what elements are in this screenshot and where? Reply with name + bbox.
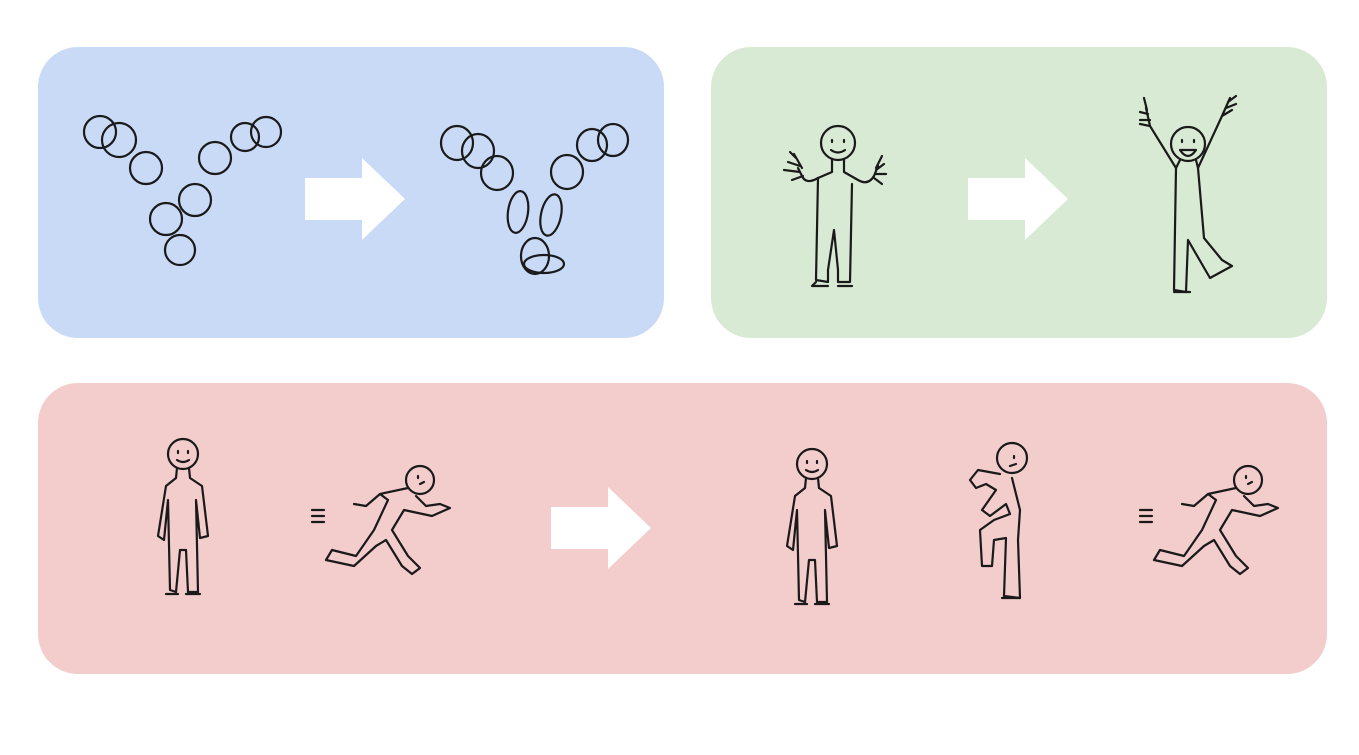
running-figure-icon	[1138, 464, 1280, 576]
panel-red	[38, 383, 1327, 674]
stick-figure-icon	[785, 447, 839, 606]
stick-figure-icon	[782, 124, 888, 288]
stepping-figure-icon	[968, 441, 1029, 600]
stick-figure-icon	[156, 437, 210, 596]
cheering-figure-icon	[1138, 94, 1238, 294]
ellipse-y-group	[439, 122, 630, 276]
running-figure-icon	[310, 464, 452, 576]
right-arrow-icon	[305, 158, 405, 240]
right-arrow-icon	[551, 487, 651, 569]
circle-y-group	[82, 114, 283, 267]
right-arrow-icon	[968, 158, 1068, 240]
